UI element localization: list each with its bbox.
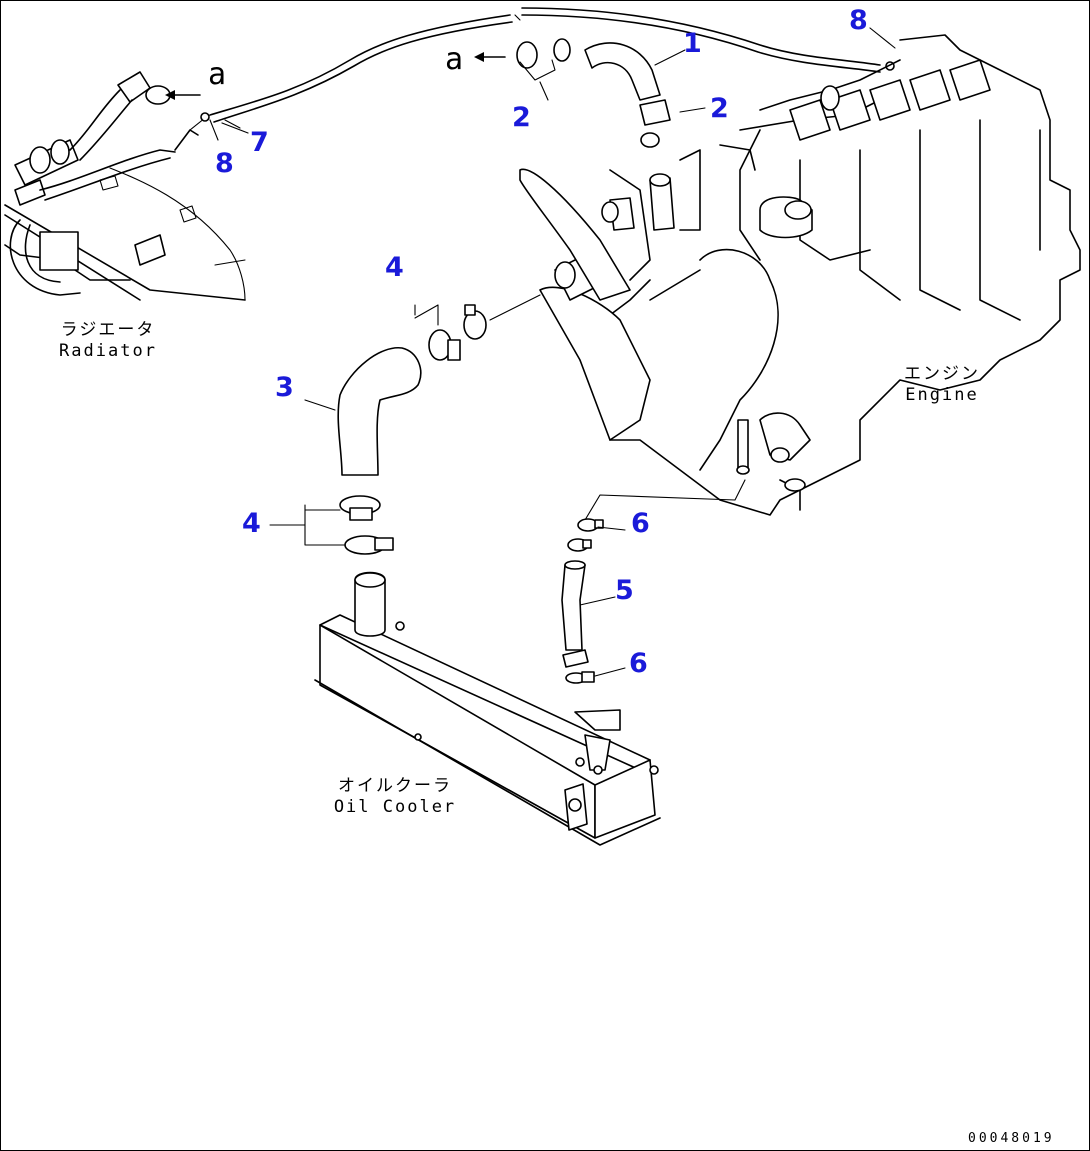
callout-2-top: 2 [512,102,531,133]
callout-4-upper: 4 [385,252,404,283]
document-number: 00048019 [968,1131,1055,1146]
callout-6-lower: 6 [629,648,648,679]
callout-4-lower: 4 [242,508,261,539]
oil-cooler-label-jp: オイルクーラ [338,776,452,796]
engine-label-en: Engine [905,385,979,406]
top-clamps [516,38,671,148]
callout-5: 5 [615,575,634,606]
callout-8-right: 8 [849,5,868,36]
leader-lines [209,27,896,677]
arrow-letter-a-center: a [445,42,464,77]
hose-5-clamps [561,479,746,684]
arrow-letter-a-left: a [208,57,227,92]
callout-6-upper: 6 [631,508,650,539]
engine-caption: エンジン Engine [882,364,1002,407]
oil-cooler-caption: オイルクーラ Oil Cooler [320,776,470,819]
callout-2-right: 2 [710,93,729,124]
callout-3: 3 [275,372,294,403]
hose-3 [337,347,422,476]
upper-clamps-4 [414,294,541,361]
radiator-label-jp: ラジエータ [60,320,156,340]
radiator-label-en: Radiator [59,341,157,362]
radiator-caption: ラジエータ Radiator [48,320,168,363]
radiator-drawing [4,71,246,301]
oil-cooler-label-en: Oil Cooler [333,797,457,818]
callout-1: 1 [683,28,702,59]
engine-label-jp: エンジン [904,364,980,384]
callout-8-left: 8 [215,148,234,179]
oil-cooler-drawing [314,571,661,846]
drain-hose [165,7,895,129]
lower-clamps-4 [339,495,394,555]
hose-1 [584,42,661,101]
engine-drawing [519,34,1081,516]
callout-7: 7 [250,127,269,158]
